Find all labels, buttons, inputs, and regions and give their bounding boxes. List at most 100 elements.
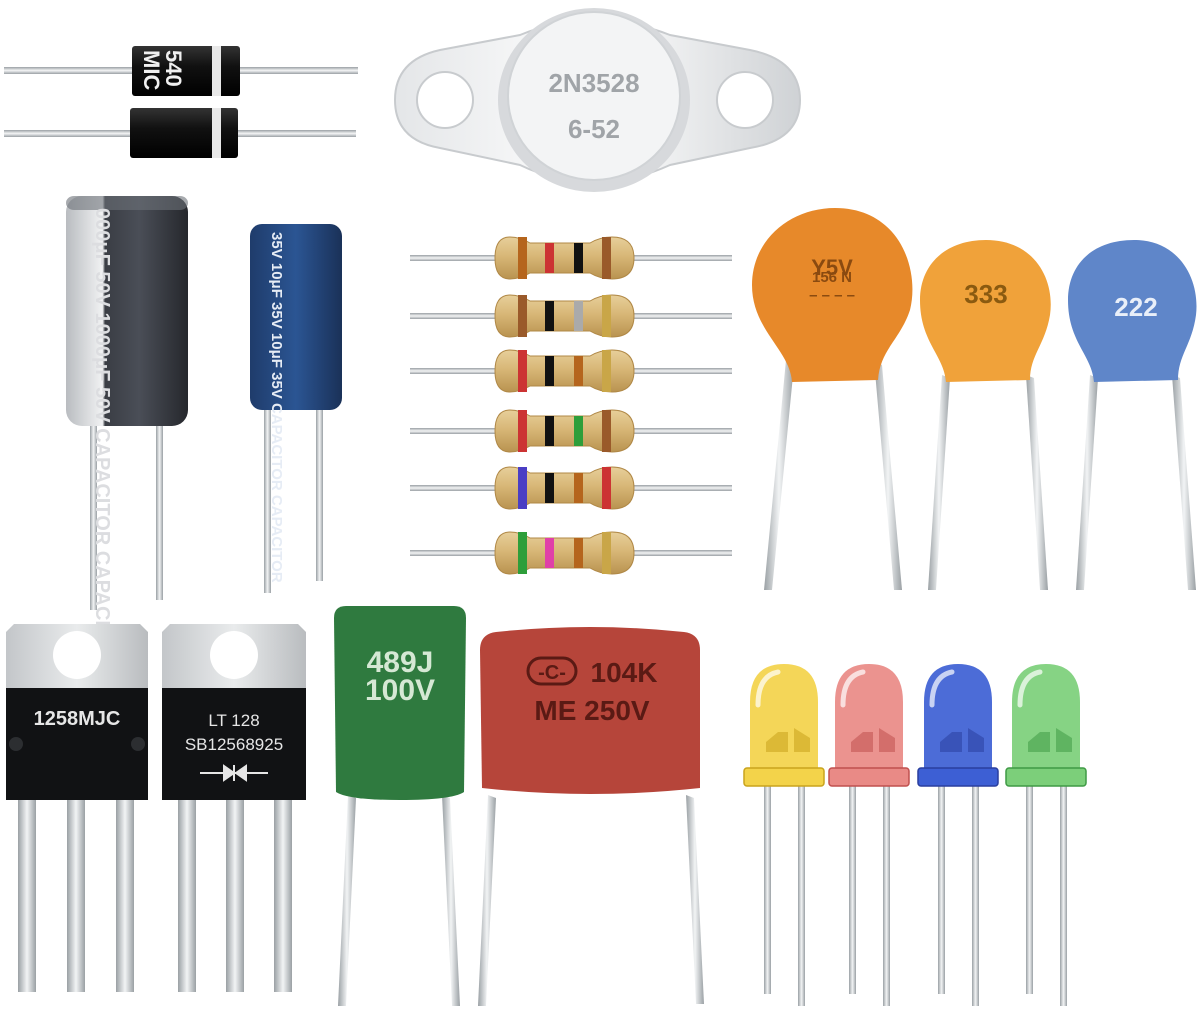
resistor-color-band <box>518 532 527 574</box>
ceramic-1-line2: 156 N <box>812 269 852 286</box>
resistor-body <box>494 409 635 453</box>
led-group <box>743 664 1087 1006</box>
ceramic-capacitor-y5v: Y5V 156 N – – – – <box>752 208 913 590</box>
led-blue <box>917 664 999 1006</box>
regulator-1-mount-hole <box>53 631 101 679</box>
resistor-color-band <box>602 410 611 452</box>
ceramic-1-lead-1 <box>764 360 794 590</box>
regulator-1-pin-3 <box>116 790 134 992</box>
led-highlight <box>1017 669 1043 708</box>
regulator-2-body <box>162 688 306 800</box>
regulator-1-pin-2 <box>67 790 85 992</box>
ceramic-1-lead-2 <box>874 360 902 590</box>
resistor-color-band <box>574 301 583 331</box>
resistor-color-band <box>518 350 527 392</box>
ceramic-3-lead-2 <box>1172 375 1196 590</box>
led-anode-lead <box>849 780 856 994</box>
regulator-2-diode-symbol <box>200 764 268 782</box>
capacitor-large-top <box>66 196 188 210</box>
to3-mount-hole-left <box>416 71 474 129</box>
film-red-lead-2 <box>686 795 704 1004</box>
capacitor-small-marking: 35V 10μF 35V 10μF 35V CAPACITOR CAPACITO… <box>268 232 285 583</box>
resistor-body <box>494 236 635 280</box>
resistor-6 <box>410 531 732 575</box>
led-flange <box>917 767 999 787</box>
led-die <box>851 728 895 752</box>
regulator-1-marking: 1258MJC <box>34 708 121 730</box>
resistor-group <box>410 236 732 575</box>
regulator-2-pin-1 <box>178 790 196 992</box>
led-die <box>766 728 810 752</box>
resistor-color-band <box>545 243 554 273</box>
diode-1-label-top: 540 <box>161 50 186 87</box>
film-red-lead-1 <box>478 795 496 1006</box>
ceramic-3-lead-1 <box>1076 375 1098 590</box>
led-die <box>1028 728 1072 752</box>
capacitor-small-body <box>250 224 342 410</box>
led-lens <box>835 664 903 770</box>
resistor-color-band <box>518 467 527 509</box>
regulator-2-marking-line2: SB12568925 <box>185 735 283 754</box>
film-green-lead-2 <box>442 795 460 1006</box>
resistor-3 <box>410 349 732 393</box>
ceramic-capacitor-222: 222 <box>1068 240 1197 590</box>
resistor-color-band <box>545 356 554 386</box>
diode-1-label-bottom: MIC <box>139 50 164 90</box>
electrolytic-capacitor-small: 35V 10μF 35V 10μF 35V CAPACITOR CAPACITO… <box>250 224 342 593</box>
ceramic-2-label: 333 <box>964 279 1007 309</box>
led-flange <box>1005 767 1087 787</box>
led-highlight <box>840 669 866 708</box>
resistor-color-band <box>574 538 583 568</box>
resistor-color-band <box>602 532 611 574</box>
regulator-1: 1258MJC <box>6 624 148 992</box>
regulator-1-notch <box>9 737 23 751</box>
resistor-body <box>494 349 635 393</box>
resistor-color-band <box>518 295 527 337</box>
capacitor-large-body <box>66 196 188 426</box>
regulator-2: LT 128 SB12568925 <box>162 624 306 992</box>
resistor-color-band <box>602 237 611 279</box>
diode-1: 540 MIC <box>4 46 358 96</box>
resistor-color-band <box>518 237 527 279</box>
film-capacitor-green: 489J 100V <box>334 606 466 1006</box>
diode-2 <box>4 108 356 158</box>
to3-marking-line1: 2N3528 <box>548 68 639 98</box>
film-red-line1: 104K <box>591 657 658 688</box>
resistor-color-band <box>518 410 527 452</box>
led-anode-lead <box>1026 780 1033 994</box>
resistor-1 <box>410 236 732 280</box>
resistor-color-band <box>574 416 583 446</box>
capacitor-large-lead-2 <box>156 400 163 600</box>
film-green-body <box>334 606 466 800</box>
resistor-color-band <box>545 538 554 568</box>
resistor-color-band <box>574 243 583 273</box>
regulator-1-pin-1 <box>18 790 36 992</box>
film-red-body <box>480 627 700 794</box>
led-flange <box>828 767 910 787</box>
resistor-color-band <box>545 301 554 331</box>
to3-transistor: 2N3528 6-52 <box>393 8 802 192</box>
ceramic-2-lead-1 <box>928 375 950 590</box>
diode-1-cathode-band <box>212 46 221 96</box>
regulator-1-body <box>6 688 148 800</box>
resistor-body <box>494 466 635 510</box>
regulator-2-marking-line1: LT 128 <box>208 711 259 730</box>
resistor-4 <box>410 409 732 453</box>
resistor-5 <box>410 466 732 510</box>
film-capacitor-red: -C- 104K ME 250V <box>478 627 704 1006</box>
ceramic-1-body <box>752 208 913 382</box>
led-lens <box>1012 664 1080 770</box>
resistor-2 <box>410 294 732 338</box>
led-yellow <box>743 664 825 1006</box>
led-anode-lead <box>938 780 945 994</box>
ceramic-2-body <box>920 240 1051 382</box>
film-red-logo: -C- <box>526 656 578 686</box>
regulator-2-pin-2 <box>226 790 244 992</box>
diode-2-body <box>130 108 238 158</box>
film-green-line2: 100V <box>365 674 435 707</box>
led-cathode-lead <box>798 780 805 1006</box>
led-red <box>828 664 910 1006</box>
film-red-logo-text: -C- <box>538 662 566 684</box>
to3-can-top <box>507 11 681 181</box>
resistor-color-band <box>545 473 554 503</box>
